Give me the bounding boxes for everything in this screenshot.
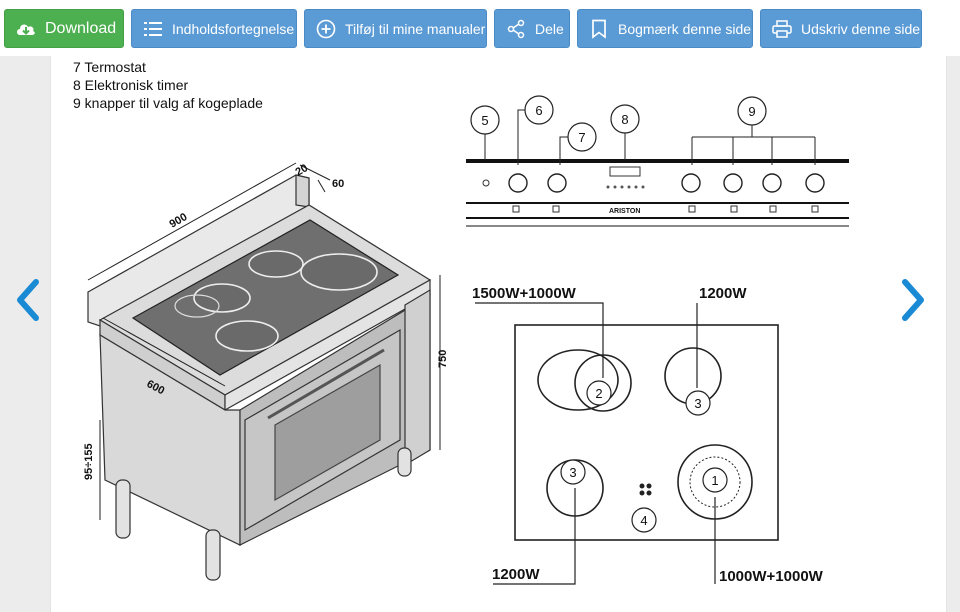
- toc-button[interactable]: Indholdsfortegnelse: [131, 9, 297, 48]
- legend-item-thermostat: 7 Termostat: [73, 59, 146, 75]
- download-label: Download: [45, 19, 117, 37]
- printer-icon: [771, 18, 793, 40]
- bookmark-button[interactable]: Bogmærk denne side: [577, 9, 753, 48]
- legend: 7 Termostat 8 Elektronisk timer 9 knappe…: [73, 58, 263, 112]
- legend-item-hob-selectors: 9 knapper til valg af kogeplade: [73, 95, 263, 111]
- legend-item-timer: 8 Elektronisk timer: [73, 77, 189, 93]
- plus-circle-icon: [315, 18, 337, 40]
- print-button[interactable]: Udskriv denne side: [760, 9, 922, 48]
- bookmark-label: Bogmærk denne side: [618, 20, 752, 37]
- previous-page-button[interactable]: [8, 270, 48, 330]
- toc-label: Indholdsfortegnelse: [172, 20, 295, 37]
- add-label: Tilføj til mine manualer: [345, 20, 486, 37]
- next-page-button[interactable]: [893, 270, 933, 330]
- chevron-right-icon: [902, 279, 924, 321]
- document-page: [50, 56, 947, 612]
- share-icon: [505, 18, 527, 40]
- share-button[interactable]: Dele: [494, 9, 570, 48]
- add-to-manuals-button[interactable]: Tilføj til mine manualer: [304, 9, 487, 48]
- toolbar: Download Indholdsfortegnelse Tilføj til …: [0, 0, 960, 56]
- bookmark-icon: [588, 18, 610, 40]
- download-button[interactable]: Download: [4, 9, 124, 48]
- list-icon: [142, 18, 164, 40]
- cloud-download-icon: [15, 18, 37, 40]
- chevron-left-icon: [17, 279, 39, 321]
- share-label: Dele: [535, 20, 564, 37]
- print-label: Udskriv denne side: [801, 20, 921, 37]
